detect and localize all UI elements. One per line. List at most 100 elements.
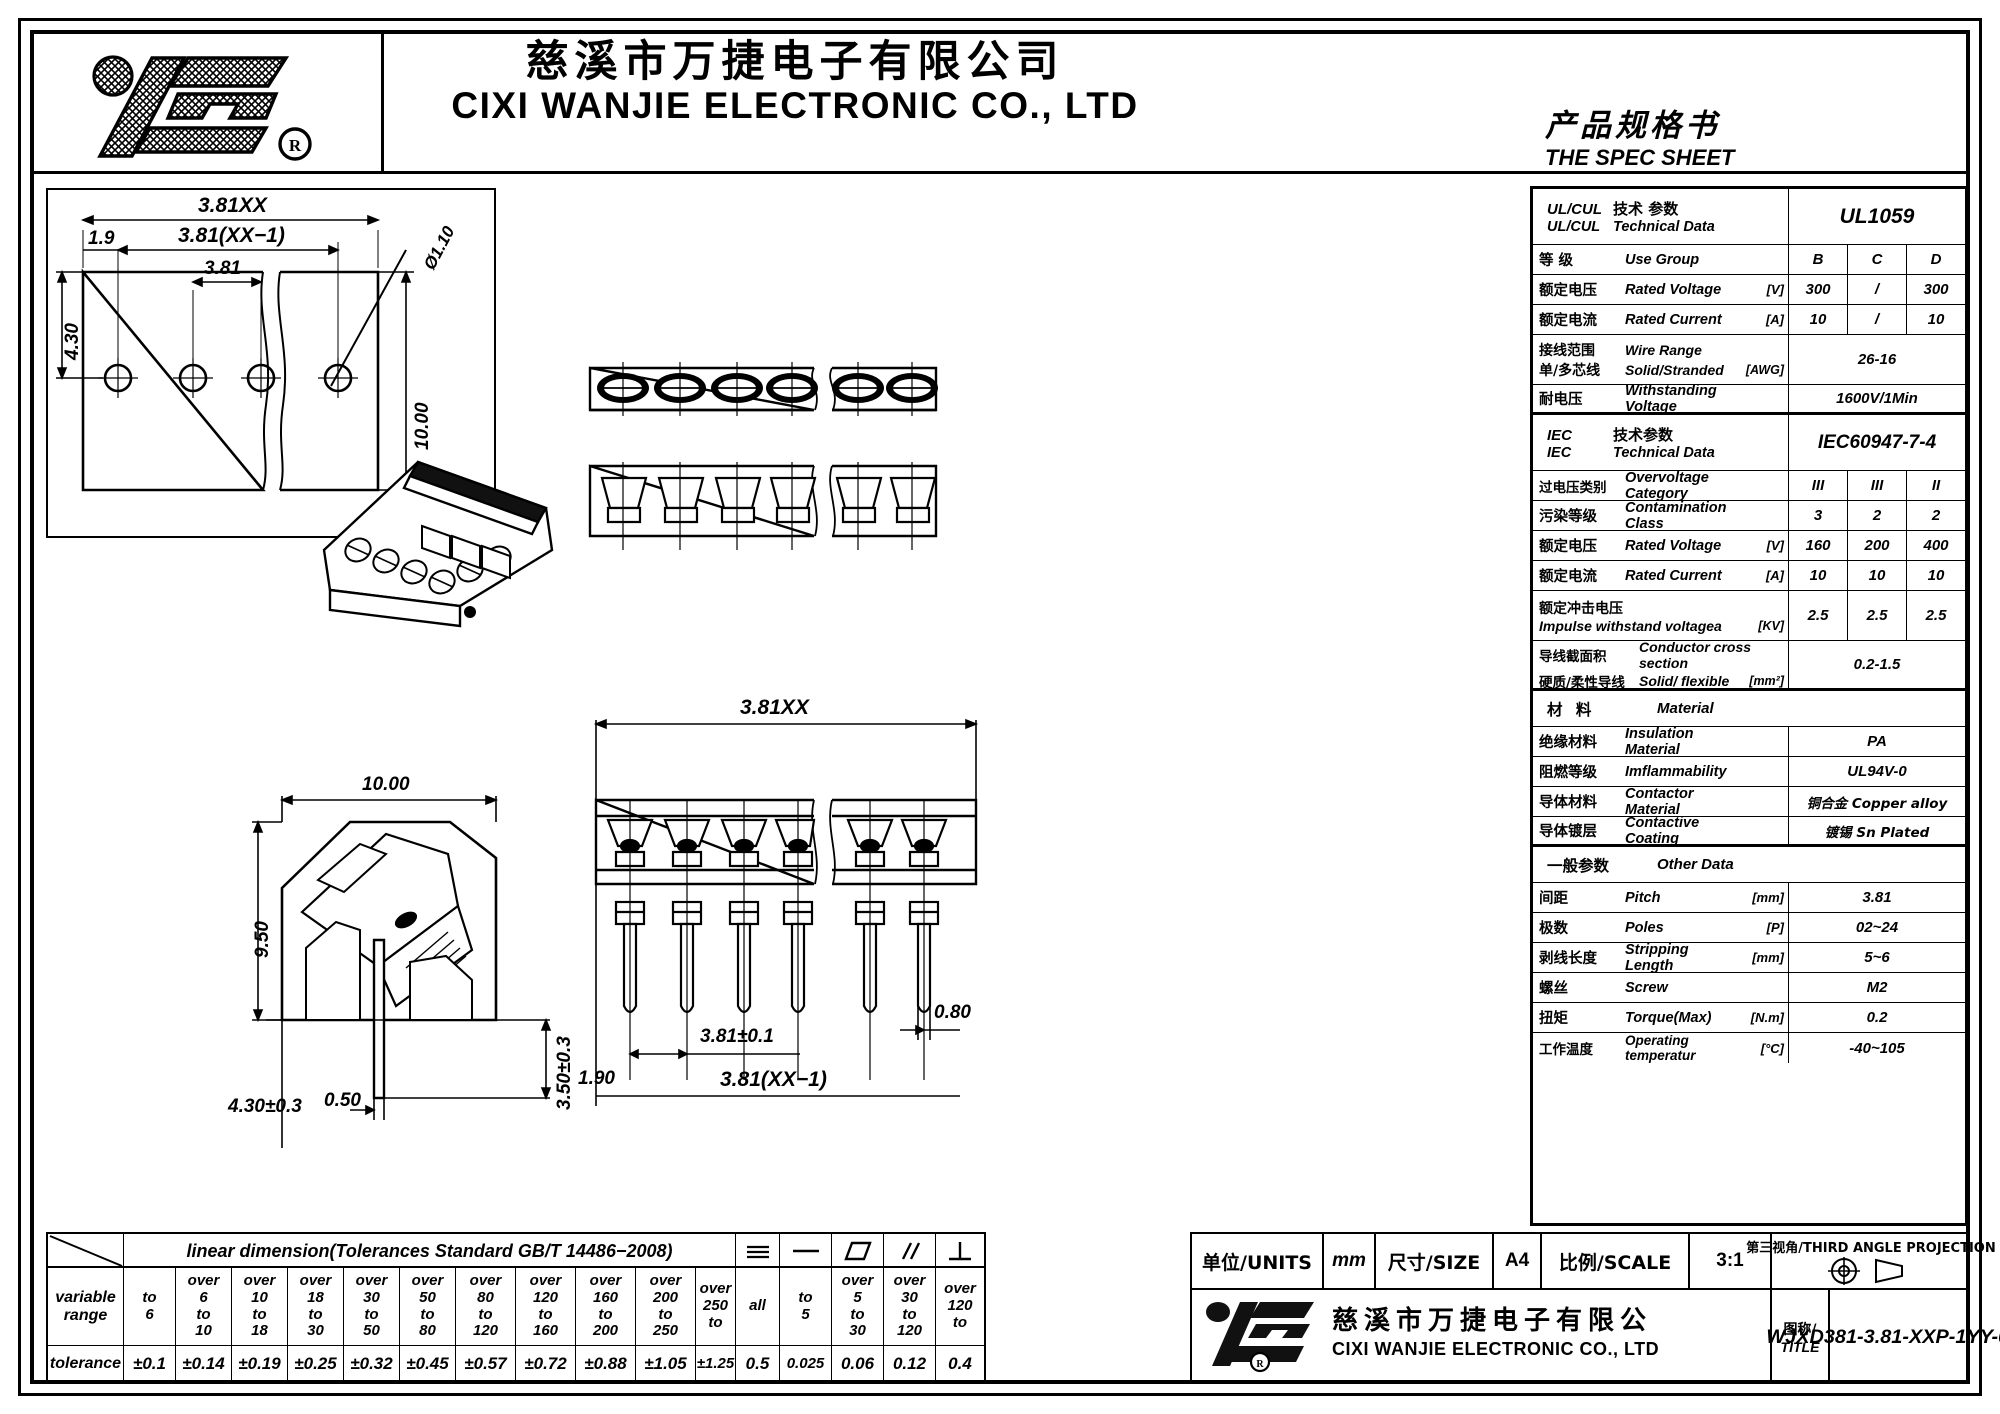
row-value: 02~24 [1788, 913, 1965, 942]
row-label-cn: 扭矩 [1539, 1011, 1568, 1027]
spec-row-ul-rated-voltage: 额定电压 Rated Voltage [V] 300 / 300 [1533, 275, 1965, 305]
row-label-cn: 额定电流 [1539, 313, 1597, 329]
spec-row-stripping-length: 剥线长度 Stripping Length [mm] 5~6 [1533, 941, 1965, 974]
dim-pcb-edge: 1.9 [88, 228, 115, 249]
spec-title-cn: 产品规格书 [1545, 108, 1720, 144]
spec-row-operating-temperature: 工作温度 Operating temperatur [°C] -40~105 [1533, 1033, 1965, 1063]
other-group-en: Other Data [1657, 856, 1734, 873]
conductor-unit: [mm²] [1749, 673, 1784, 688]
row-value-c: C [1847, 245, 1906, 274]
top-view-drawing [570, 360, 990, 560]
spec-group-other-data: 一般参数 Other Data [1533, 847, 1965, 883]
row-label-cn: 导体材料 [1539, 795, 1597, 811]
dim-front-edge: 1.90 [578, 1068, 615, 1089]
row-label-cn: 工作温度 [1539, 1042, 1593, 1058]
iec-label-en: IEC [1547, 445, 1572, 461]
impulse-value-3: 2.5 [1906, 591, 1965, 640]
row-label-en: Imflammability [1625, 763, 1727, 780]
header-band [34, 34, 1966, 174]
title-label-cn: 图称/ [1783, 1322, 1817, 1338]
ul-label-cn: UL/CUL [1547, 201, 1602, 218]
title-label-en: TITLE [1780, 1339, 1820, 1355]
wire-range-unit: [AWG] [1745, 362, 1784, 377]
row-label-en: Stripping Length [1625, 941, 1689, 974]
pcb-layout-svg [56, 214, 414, 493]
wanjie-logo-icon-small: R [1202, 1298, 1322, 1381]
row-value-1: 160 [1788, 531, 1847, 560]
dim-pcb-pitch: 3.81 [204, 258, 241, 279]
gd-val-0: 0.5 [736, 1346, 780, 1382]
row-value-3: II [1906, 471, 1965, 500]
row-label-cn: 额定电压 [1539, 539, 1597, 555]
title-label: 图称/ TITLE [1772, 1288, 1830, 1384]
row-label-en: Rated Voltage [1625, 281, 1722, 298]
tol-val-4: ±0.32 [344, 1346, 400, 1382]
gd-val-3: 0.12 [884, 1346, 936, 1382]
row-label-cn: 等 级 [1539, 253, 1574, 269]
row-label-cn: 极数 [1539, 921, 1568, 937]
iec-text-en: Technical Data [1613, 445, 1715, 461]
material-group-cn: 材 料 [1547, 700, 1596, 719]
row-unit [1738, 817, 1788, 844]
row-label-en: Contactor Material [1625, 785, 1694, 818]
wire-range-cn-b: 单/多芯线 [1539, 362, 1601, 379]
impulse-cn: 额定冲击电压 [1539, 600, 1623, 617]
part-number-cell: WJXD381-3.81-XXP-1YY-00A [1766, 1288, 2000, 1384]
tolerance-corner-cell [48, 1234, 124, 1268]
perpendicularity-icon [936, 1234, 984, 1268]
row-unit: [N.m] [1750, 1010, 1784, 1025]
row-value-2: III [1847, 471, 1906, 500]
row-value: 0.2 [1788, 1003, 1965, 1032]
gd-val-2: 0.06 [832, 1346, 884, 1382]
row-value-d: D [1906, 245, 1965, 274]
row-value: 铜合金 Copper alloy [1788, 787, 1965, 816]
row-value: PA [1788, 727, 1965, 756]
spec-row-use-group: 等 级 Use Group B C D [1533, 245, 1965, 275]
row-unit [1738, 501, 1788, 530]
spec-row-contactor-material: 导体材料 Contactor Material 铜合金 Copper alloy [1533, 785, 1965, 818]
row-unit [1738, 727, 1788, 756]
tolerance-title-strip: linear dimension(Tolerances Standard GB/… [48, 1234, 984, 1268]
row-value-1: III [1788, 471, 1847, 500]
flatness-icon [736, 1234, 780, 1268]
conductor-en-a: Conductor cross section [1639, 638, 1752, 671]
row-value: 3.81 [1788, 883, 1965, 912]
size-value: A4 [1494, 1234, 1542, 1288]
dim-front-pitch: 3.81±0.1 [700, 1026, 774, 1047]
row-label-cn: 螺丝 [1539, 981, 1568, 997]
dim-front-pitch-total: 3.81(XX−1) [720, 1068, 827, 1091]
row-value-2: 2 [1847, 501, 1906, 530]
tolerance-title: linear dimension(Tolerances Standard GB/… [124, 1234, 736, 1268]
conductor-cn-a: 导线截面积 [1539, 648, 1607, 665]
wire-range-en-a: Wire Range [1625, 341, 1702, 358]
row-value: M2 [1788, 973, 1965, 1002]
company-name-cn: 慈溪市万捷电子有限公司 [525, 37, 1065, 87]
parallelogram-icon [832, 1234, 884, 1268]
row-value-b: B [1788, 245, 1847, 274]
row-label-en: Pitch [1625, 889, 1661, 906]
row-label-cn: 额定电压 [1539, 283, 1597, 299]
row-value-2: 10 [1847, 561, 1906, 590]
dim-section-height: 9.50 [252, 921, 273, 958]
row-label-en: Rated Voltage [1625, 537, 1722, 554]
spec-row-iec-rated-current: 额定电流 Rated Current [A] 10 10 10 [1533, 561, 1965, 591]
row-unit: [V] [1766, 282, 1784, 297]
row-value-3: 2 [1906, 501, 1965, 530]
spec-row-ul-rated-current: 额定电流 Rated Current [A] 10 / 10 [1533, 305, 1965, 335]
row-unit [1738, 787, 1788, 816]
row-label-en: Operating temperatur [1625, 1033, 1696, 1063]
tol-val-8: ±0.88 [576, 1346, 636, 1382]
